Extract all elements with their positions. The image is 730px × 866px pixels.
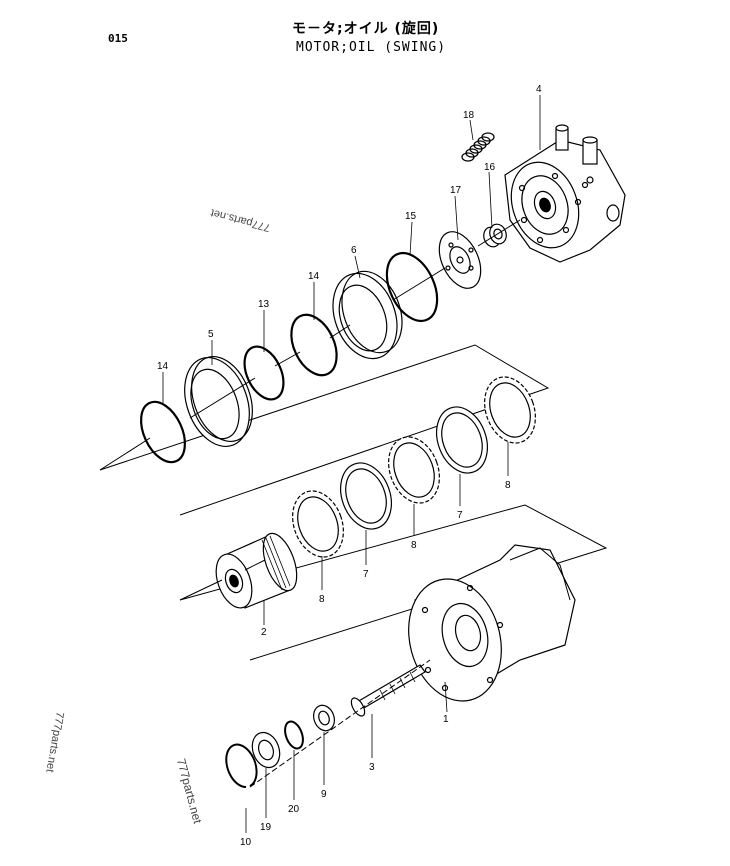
callout-5: 5 [208,329,214,340]
part-19-seal [251,731,281,769]
part-2-cylinder-block [215,532,298,609]
callout-14-lower: 14 [157,361,169,372]
callout-3: 3 [369,762,375,773]
title-japanese: モ－タ;オイル (旋回) [292,21,440,37]
callout-7-b: 7 [363,569,369,580]
page-code: 015 [108,32,128,45]
part-7-plate [340,462,392,530]
callout-2: 2 [261,627,267,638]
callout-10: 10 [240,837,252,848]
part-4-motor-housing [504,124,626,263]
leader-lines [162,95,541,833]
callout-1: 1 [443,714,449,725]
part-6-ring [332,270,403,360]
title-english: MOTOR;OIL (SWING) [296,40,447,55]
callout-8-c: 8 [319,594,325,605]
callout-20: 20 [288,804,300,815]
callout-8-a: 8 [505,480,511,491]
part-18-spring [461,132,495,162]
part-8-disc [292,490,344,558]
part-17-valve-plate [438,231,482,289]
part-8-disc [484,376,536,444]
callout-7-a: 7 [457,510,463,521]
group-frame-upper [99,344,550,516]
callout-18: 18 [463,110,475,121]
part-3-shaft [350,664,426,717]
part-10-snap-ring [225,743,258,789]
axis-line [99,219,521,471]
callout-9: 9 [321,789,327,800]
callout-4: 4 [536,84,542,95]
part-15-o-ring [385,251,439,323]
callout-6: 6 [351,245,357,256]
callout-16: 16 [484,162,496,173]
callout-14-upper: 14 [308,271,320,282]
callout-13: 13 [258,299,270,310]
part-1-housing [408,544,576,702]
part-9-bearing [313,704,335,732]
callout-19: 19 [260,822,272,833]
part-14-o-ring-lower [140,400,186,464]
callout-8-b: 8 [411,540,417,551]
callout-17: 17 [450,185,462,196]
callout-15: 15 [405,211,417,222]
part-5-seal [184,355,253,448]
part-7-plate [436,406,488,474]
part-13-o-ring [243,345,285,401]
part-8-disc [388,436,440,504]
part-20-o-ring [284,720,304,750]
